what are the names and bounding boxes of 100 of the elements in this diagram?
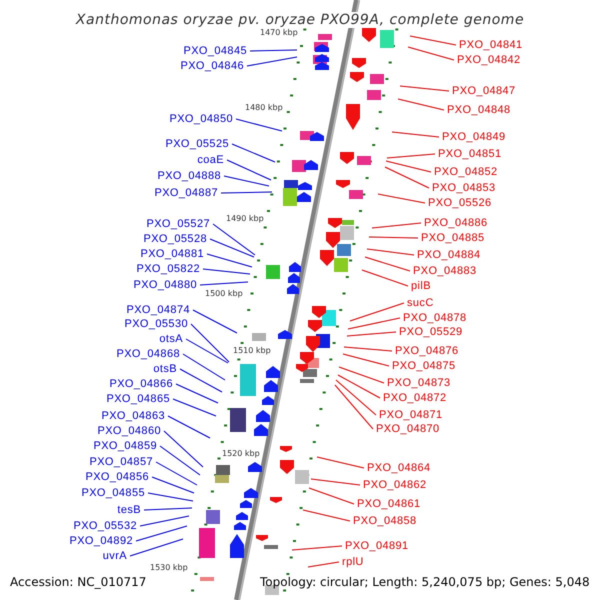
gene-label: otsB bbox=[153, 362, 177, 376]
position-label: 1500 kbp bbox=[205, 289, 243, 299]
gene-label: PXO_04847 bbox=[452, 84, 516, 98]
leader-line bbox=[200, 282, 248, 286]
gene-label: PXO_04851 bbox=[438, 147, 502, 161]
position-label: 1530 kbp bbox=[150, 563, 188, 573]
gene-label: PXO_05528 bbox=[143, 232, 207, 246]
gene-label: PXO_04868 bbox=[116, 347, 180, 361]
gene-label: PXO_04852 bbox=[434, 165, 498, 179]
leader-line bbox=[226, 160, 272, 180]
leader-line bbox=[372, 222, 422, 228]
gene-label: rplU bbox=[342, 555, 364, 569]
gene-label: coaE bbox=[197, 153, 224, 167]
leader-line bbox=[246, 56, 298, 66]
gene-label: PXO_04876 bbox=[395, 344, 459, 358]
gene-label: PXO_04858 bbox=[353, 514, 417, 528]
gene-label: PXO_05527 bbox=[146, 217, 210, 231]
leader-line bbox=[172, 398, 216, 416]
position-label: 1480 kbp bbox=[245, 103, 283, 113]
gene-label: PXO_04863 bbox=[101, 409, 165, 423]
gene-label: pilB bbox=[411, 279, 431, 293]
gene-label: PXO_04873 bbox=[387, 376, 451, 390]
leader-line bbox=[384, 166, 430, 188]
gene-label: PXO_04860 bbox=[97, 424, 161, 438]
gene-label: PXO_05529 bbox=[399, 325, 463, 339]
gene-label: PXO_04849 bbox=[442, 130, 506, 144]
gene-label: PXO_04855 bbox=[81, 486, 145, 500]
leader-line bbox=[310, 478, 360, 486]
footer-text: Accession: NC_010717 bbox=[10, 575, 146, 589]
leader-line bbox=[250, 50, 298, 52]
leader-line bbox=[186, 338, 228, 364]
leader-line bbox=[344, 346, 392, 352]
gene-label: PXO_05530 bbox=[124, 317, 188, 331]
gene-label: uvrA bbox=[102, 549, 127, 563]
leader-line bbox=[348, 318, 400, 330]
gene-label: PXO_05525 bbox=[165, 137, 229, 151]
gene-label: PXO_05822 bbox=[136, 262, 200, 276]
gene-label: PXO_04880 bbox=[133, 278, 197, 292]
gene-label: PXO_04875 bbox=[392, 359, 456, 373]
leader-line bbox=[136, 526, 188, 542]
leader-line bbox=[190, 324, 230, 362]
gene-label: PXO_04870 bbox=[376, 422, 440, 436]
gene-label: PXO_04865 bbox=[106, 392, 170, 406]
gene-label: PXO_04845 bbox=[183, 44, 247, 58]
position-label: 1520 kbp bbox=[222, 449, 260, 459]
leader-line bbox=[192, 310, 238, 334]
leader-line bbox=[362, 270, 408, 286]
leader-line bbox=[130, 538, 184, 556]
leader-line bbox=[366, 248, 414, 256]
gene-label: PXO_04850 bbox=[169, 112, 233, 126]
leader-line bbox=[386, 154, 436, 158]
leader-line bbox=[316, 456, 364, 468]
leader-line bbox=[308, 562, 340, 568]
leader-line bbox=[398, 98, 444, 110]
gene-label: PXO_04862 bbox=[363, 478, 427, 492]
leader-line bbox=[168, 416, 210, 438]
leader-line bbox=[334, 384, 374, 430]
gene-label: PXO_04848 bbox=[447, 103, 511, 117]
leader-line bbox=[220, 192, 272, 194]
gene-label: PXO_04884 bbox=[417, 248, 481, 262]
gene-label: PXO_04841 bbox=[459, 38, 523, 52]
footer-text: Topology: circular; Length: 5,240,075 bp; Genes: 5,048 bbox=[260, 575, 590, 589]
position-label: 1470 kbp bbox=[260, 28, 298, 38]
leader-line bbox=[392, 132, 440, 138]
gene-label: PXO_04891 bbox=[345, 539, 409, 553]
gene-label: PXO_04859 bbox=[93, 439, 157, 453]
leader-line bbox=[368, 236, 418, 238]
gene-label: PXO_04872 bbox=[383, 391, 447, 405]
position-label: 1490 kbp bbox=[226, 214, 264, 224]
gene-label: PXO_04864 bbox=[367, 461, 431, 475]
gene-label: PXO_04886 bbox=[424, 216, 488, 230]
gene-label: sucC bbox=[407, 296, 434, 310]
leader-line bbox=[224, 176, 270, 186]
leader-line bbox=[144, 508, 192, 510]
gene-label: PXO_04878 bbox=[403, 311, 467, 325]
leader-line bbox=[148, 492, 194, 502]
leader-line bbox=[338, 374, 380, 398]
leader-line bbox=[346, 332, 396, 336]
leader-line bbox=[408, 46, 454, 60]
gene-label: PXO_05532 bbox=[73, 519, 137, 533]
gene-label: PXO_04866 bbox=[109, 377, 173, 391]
leader-line bbox=[236, 118, 282, 132]
leader-line bbox=[176, 384, 218, 404]
leader-line bbox=[212, 224, 256, 256]
gene-label: PXO_04885 bbox=[421, 231, 485, 245]
position-label: 1510 kbp bbox=[233, 346, 271, 356]
leader-line bbox=[202, 268, 250, 274]
leader-line bbox=[336, 380, 376, 416]
leader-line bbox=[140, 516, 190, 526]
gene-label: PXO_04883 bbox=[413, 264, 477, 278]
gene-label: PXO_04892 bbox=[69, 534, 133, 548]
gene-label: PXO_04842 bbox=[457, 53, 521, 67]
gene-label: PXO_04881 bbox=[140, 247, 204, 261]
leader-line bbox=[338, 366, 384, 384]
gene-label: PXO_04871 bbox=[379, 408, 443, 422]
leader-line bbox=[378, 194, 426, 204]
leader-line bbox=[156, 462, 198, 486]
leader-line bbox=[400, 86, 450, 92]
leader-line bbox=[164, 430, 204, 468]
gene-label: PXO_04887 bbox=[154, 186, 218, 200]
